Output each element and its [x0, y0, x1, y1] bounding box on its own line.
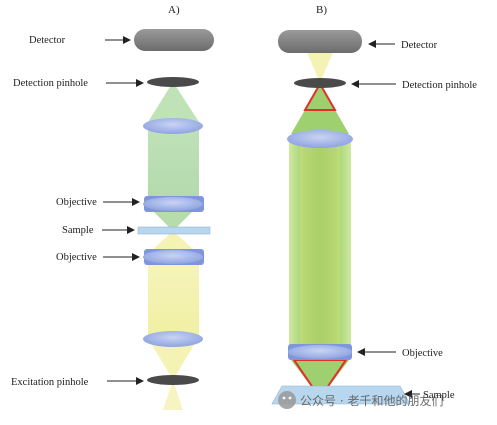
label-sample-a: Sample	[62, 225, 94, 236]
label-detector-a: Detector	[29, 35, 66, 46]
label-objective-top-a: Objective	[56, 197, 97, 208]
objective-bottom-lens-a	[143, 250, 203, 264]
label-detection-pinhole-a: Detection pinhole	[13, 78, 88, 89]
emission-cone-top-b	[307, 52, 333, 83]
detection-pinhole-b	[294, 78, 346, 88]
sample-b	[271, 385, 411, 405]
objective-lens-b	[288, 345, 352, 359]
focus-cone-b	[291, 360, 349, 398]
label-excitation-pinhole-a: Excitation pinhole	[11, 377, 89, 388]
panel-b: B) Detector Detection pinhole Objective …	[271, 4, 477, 405]
panel-a: A) Detector Detection pinhole Objectiv	[11, 4, 214, 410]
panel-a-title: A)	[168, 4, 180, 16]
watermark-text: 公众号 · 老千和他的朋友们	[300, 393, 443, 408]
beam-core-b	[300, 138, 340, 346]
excitation-cone-upper-a	[152, 345, 194, 380]
excitation-lens-a	[143, 331, 203, 347]
focus-cone-green-a	[150, 208, 196, 231]
sample-a	[137, 226, 211, 235]
label-sample-b: Sample	[423, 390, 455, 401]
collimated-green-beam-a	[148, 122, 199, 202]
detector-b	[278, 30, 362, 53]
collimated-yellow-beam-a	[148, 262, 199, 337]
focus-cone-yellow-a	[150, 231, 196, 252]
detection-cone-a	[148, 82, 199, 122]
watermark: 公众号 · 老千和他的朋友们	[278, 391, 443, 409]
detection-pinhole-a	[147, 77, 199, 87]
excitation-cone-lower-a	[163, 380, 183, 410]
excitation-pinhole-a	[147, 375, 199, 385]
label-detector-b: Detector	[401, 40, 438, 51]
label-detection-pinhole-b: Detection pinhole	[402, 80, 477, 91]
wechat-logo-icon	[278, 391, 296, 409]
label-objective-b: Objective	[402, 348, 443, 359]
objective-top-lens-a	[143, 197, 203, 211]
tube-lens-a	[143, 118, 203, 134]
tube-lens-b	[287, 130, 353, 148]
detector-a	[134, 29, 214, 51]
panel-b-title: B)	[316, 4, 327, 16]
red-excitation-cone-top-b	[303, 81, 337, 111]
label-objective-bottom-a: Objective	[56, 252, 97, 263]
collimated-beam-b	[289, 138, 351, 346]
